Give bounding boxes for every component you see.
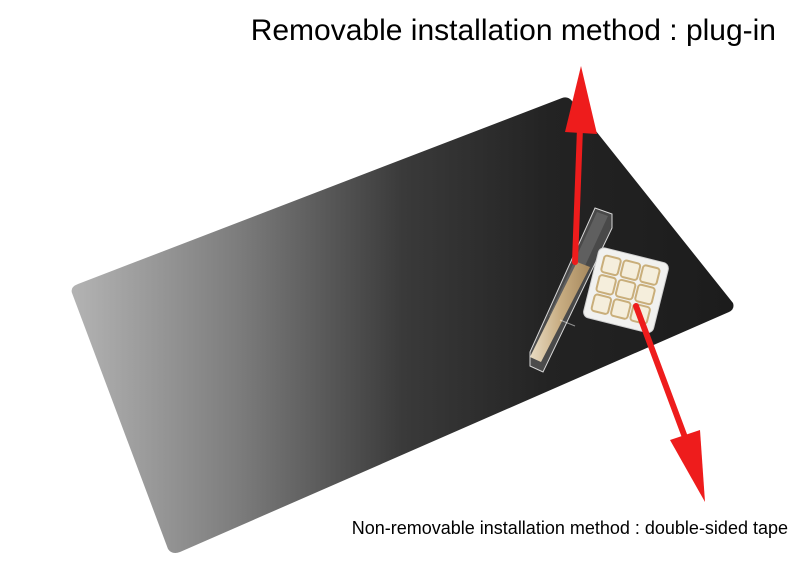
up-arrow-icon <box>565 66 597 265</box>
double-sided-tape-pad <box>583 247 669 334</box>
plug-in-caption: Removable installation method : plug-in <box>250 14 776 47</box>
privacy-filter-panel <box>71 97 734 553</box>
down-arrow-icon <box>633 303 705 502</box>
plug-in-strip <box>529 207 613 373</box>
tape-caption: Non-removable installation method : doub… <box>351 518 788 538</box>
